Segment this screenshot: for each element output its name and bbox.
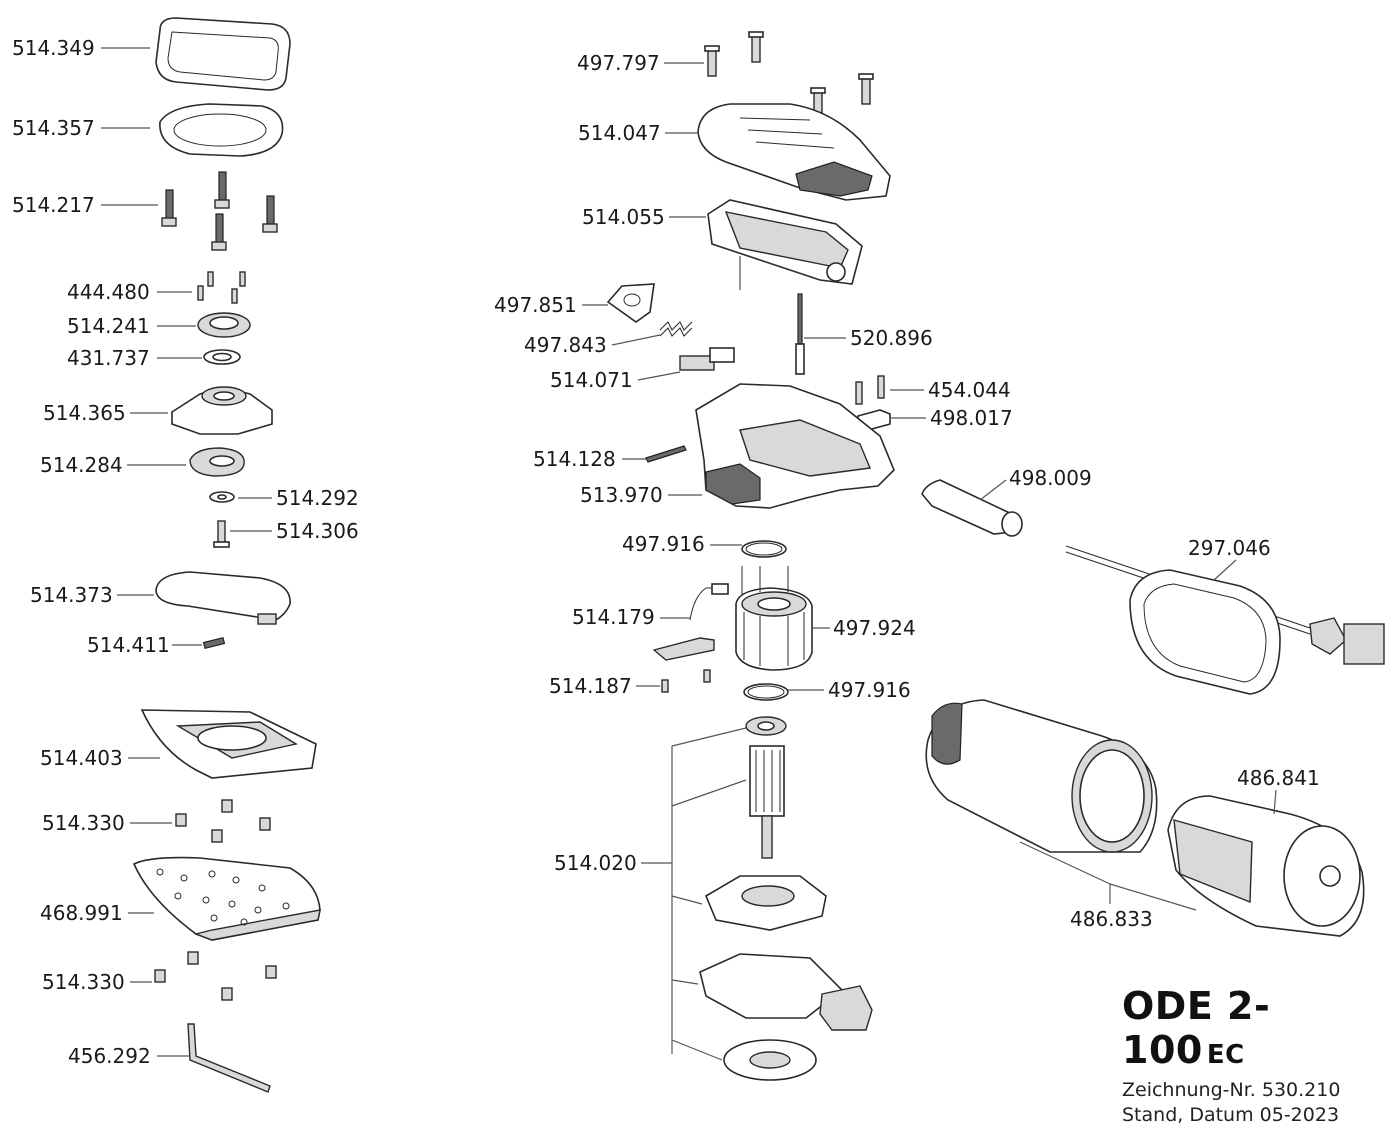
part-label: 513.970 xyxy=(580,483,663,507)
part-label: 514.187 xyxy=(549,674,632,698)
part-514-330-upper-drawing xyxy=(175,799,271,843)
part-514-071-drawing xyxy=(679,347,735,371)
part-label: 514.349 xyxy=(12,36,95,60)
part-label: 514.071 xyxy=(550,368,633,392)
part-label: 514.020 xyxy=(554,851,637,875)
part-label: 514.330 xyxy=(42,970,125,994)
part-label: 486.841 xyxy=(1237,766,1320,790)
part-497-916-lower-drawing xyxy=(743,683,789,701)
part-514-047-drawing xyxy=(697,103,891,201)
part-454-044-drawing xyxy=(855,375,885,405)
part-514-284-drawing xyxy=(189,447,245,477)
part-label: 497.924 xyxy=(833,616,916,640)
part-label: 520.896 xyxy=(850,326,933,350)
part-label: 444.480 xyxy=(67,280,150,304)
part-444-480-drawing xyxy=(197,271,246,304)
part-label: 514.047 xyxy=(578,121,661,145)
part-label: 468.991 xyxy=(40,901,123,925)
part-297-046-drawing xyxy=(1065,545,1385,695)
part-514-330-lower-drawing xyxy=(154,951,277,1001)
part-label: 514.330 xyxy=(42,811,125,835)
part-514-411-drawing xyxy=(202,636,226,650)
part-514-365-drawing xyxy=(171,386,273,435)
drawing-number: Zeichnung-Nr. 530.210 xyxy=(1122,1079,1341,1101)
part-label: 297.046 xyxy=(1188,536,1271,560)
part-label: 497.916 xyxy=(622,532,705,556)
part-label: 497.916 xyxy=(828,678,911,702)
part-label: 497.843 xyxy=(524,333,607,357)
model-suffix: EC xyxy=(1206,1040,1245,1070)
part-513-970-drawing xyxy=(695,383,895,509)
part-514-349-drawing xyxy=(155,17,291,91)
part-label: 514.241 xyxy=(67,314,150,338)
part-label: 514.179 xyxy=(572,605,655,629)
part-497-797-drawing xyxy=(704,31,874,119)
part-labels: 514.349 514.357 514.217 444.480 514.241 … xyxy=(12,36,1320,1068)
part-label: 456.292 xyxy=(68,1044,151,1068)
part-514-292-drawing xyxy=(209,491,235,503)
part-514-187-drawing xyxy=(661,669,711,693)
part-514-373-drawing xyxy=(155,571,291,625)
part-514-241-drawing xyxy=(197,312,251,338)
part-498-009-drawing xyxy=(921,479,1023,537)
part-label: 514.411 xyxy=(87,633,170,657)
part-label: 454.044 xyxy=(928,378,1011,402)
part-label: 514.217 xyxy=(12,193,95,217)
part-label: 514.373 xyxy=(30,583,113,607)
part-468-991-drawing xyxy=(132,856,321,941)
part-label: 514.357 xyxy=(12,116,95,140)
part-514-020-drawing xyxy=(699,716,873,1081)
part-label: 497.797 xyxy=(577,51,660,75)
part-514-055-drawing xyxy=(707,199,863,290)
part-431-737-drawing xyxy=(203,349,241,365)
leader-lines xyxy=(101,47,1277,1061)
part-514-403-drawing xyxy=(140,709,317,779)
part-514-217-drawing xyxy=(161,171,278,251)
part-497-916-upper-drawing xyxy=(741,540,787,558)
part-497-843-drawing xyxy=(659,321,693,337)
part-514-179-drawing xyxy=(652,583,729,661)
part-486-833-drawing xyxy=(925,699,1158,853)
part-label: 514.055 xyxy=(582,205,665,229)
part-label: 514.128 xyxy=(533,447,616,471)
part-514-306-drawing xyxy=(213,520,230,548)
part-456-292-drawing xyxy=(187,1023,271,1093)
drawing-date: Stand, Datum 05-2023 xyxy=(1122,1104,1340,1126)
part-514-357-drawing xyxy=(159,103,284,157)
part-label: 514.403 xyxy=(40,746,123,770)
part-514-128-drawing xyxy=(645,445,687,463)
part-label: 431.737 xyxy=(67,346,150,370)
part-label: 497.851 xyxy=(494,293,577,317)
part-486-841-drawing xyxy=(1167,795,1365,937)
part-497-924-drawing xyxy=(735,566,813,671)
part-520-896-drawing xyxy=(795,293,805,375)
part-497-851-drawing xyxy=(606,283,655,323)
part-label: 514.365 xyxy=(43,401,126,425)
part-label: 498.017 xyxy=(930,406,1013,430)
part-label: 486.833 xyxy=(1070,907,1153,931)
part-label: 514.306 xyxy=(276,519,359,543)
part-label: 514.284 xyxy=(40,453,123,477)
part-label: 514.292 xyxy=(276,486,359,510)
model-title: ODE 2-100 xyxy=(1122,984,1271,1072)
part-label: 498.009 xyxy=(1009,466,1092,490)
